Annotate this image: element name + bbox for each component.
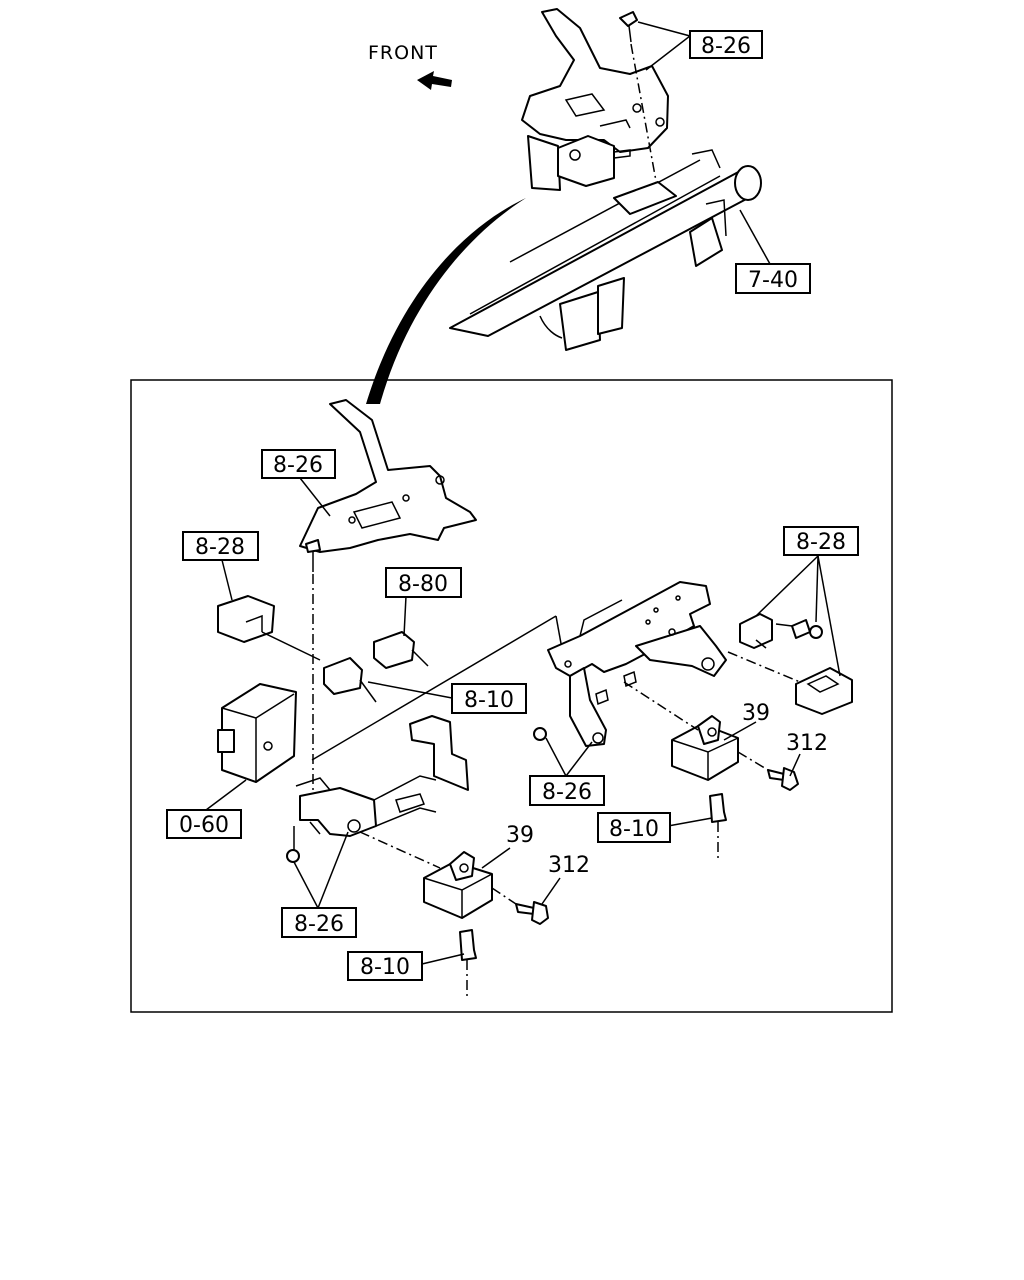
top-bracket-assembly bbox=[521, 8, 669, 193]
callout-connector-upper: 8-80 bbox=[385, 567, 462, 598]
left-relay bbox=[217, 595, 321, 661]
horn-right bbox=[623, 681, 739, 781]
bolt-right bbox=[737, 751, 799, 791]
callout-label: 8-28 bbox=[195, 535, 245, 560]
crossmember-tube bbox=[449, 149, 762, 351]
connector-lower bbox=[459, 929, 477, 1000]
callout-bracket-upper: 8-26 bbox=[261, 449, 336, 479]
callout-label: 8-10 bbox=[609, 817, 659, 842]
right-relay bbox=[727, 613, 853, 715]
callout-top-bracket: 8-26 bbox=[689, 30, 763, 59]
horn-lower bbox=[359, 831, 493, 919]
callout-bracket-lower-left: 8-26 bbox=[281, 907, 357, 938]
control-unit bbox=[217, 683, 297, 783]
detail-frame bbox=[130, 379, 893, 1013]
connector-upper bbox=[373, 631, 429, 669]
front-label: FRONT bbox=[368, 42, 438, 64]
callout-relay-right: 8-28 bbox=[783, 526, 859, 556]
callout-crossmember: 7-40 bbox=[735, 263, 811, 294]
front-arrow-icon bbox=[417, 71, 452, 90]
upper-bracket bbox=[299, 399, 477, 790]
callout-label: 0-60 bbox=[179, 813, 229, 838]
callout-bolt-right: 312 bbox=[786, 731, 828, 756]
bolt-lower bbox=[491, 887, 549, 925]
callout-control-unit: 0-60 bbox=[166, 809, 242, 839]
mid-right-bracket bbox=[533, 581, 727, 747]
detail-view-pointer bbox=[366, 198, 526, 404]
callout-relay-left: 8-28 bbox=[182, 531, 259, 561]
callout-label: 8-26 bbox=[273, 453, 323, 478]
callout-label: 8-10 bbox=[464, 688, 514, 713]
callout-label: 8-26 bbox=[294, 912, 344, 937]
callout-connector-mid: 8-10 bbox=[451, 683, 527, 714]
callout-label: 8-10 bbox=[360, 955, 410, 980]
lower-left-bracket bbox=[286, 715, 469, 863]
callout-bracket-mid-right: 8-26 bbox=[529, 775, 605, 806]
connector-middle bbox=[323, 657, 377, 703]
callout-label: 7-40 bbox=[748, 268, 798, 293]
callout-horn-lower: 39 bbox=[506, 823, 534, 848]
callout-connector-lower-right: 8-10 bbox=[597, 812, 671, 843]
connector-lower-right bbox=[709, 793, 727, 862]
callout-connector-lower: 8-10 bbox=[347, 951, 423, 981]
callout-label: 8-80 bbox=[398, 572, 448, 597]
callout-horn-right: 39 bbox=[742, 701, 770, 726]
callout-label: 8-26 bbox=[701, 34, 751, 59]
callout-bolt-lower: 312 bbox=[548, 853, 590, 878]
callout-label: 8-26 bbox=[542, 780, 592, 805]
front-direction-indicator: FRONT bbox=[368, 42, 452, 90]
callout-label: 8-28 bbox=[796, 530, 846, 555]
